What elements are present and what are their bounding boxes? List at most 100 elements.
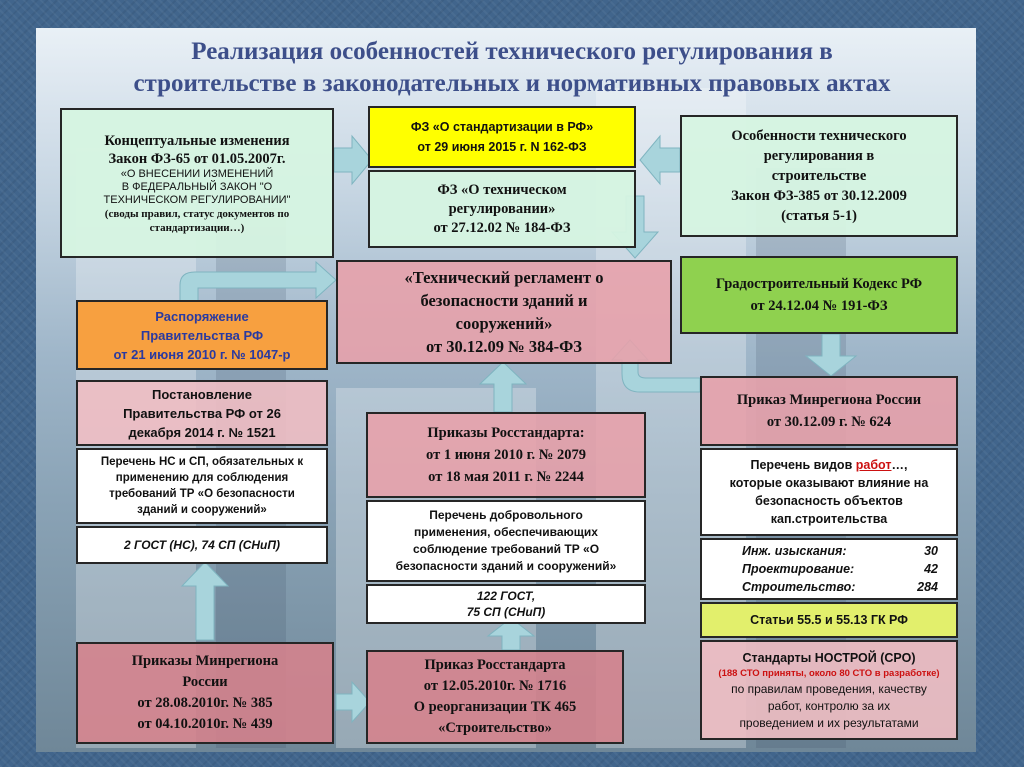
text-line: безопасности зданий и xyxy=(420,291,588,310)
stati-box: Статьи 55.5 и 55.13 ГК РФ xyxy=(700,602,958,638)
text-line: ФЗ «О стандартизации в РФ» xyxy=(410,120,594,134)
gost-ns-box: 2 ГОСТ (НС), 74 СП (СНиП) xyxy=(76,526,328,564)
text-line: «О ВНЕСЕНИИ ИЗМЕНЕНИЙ xyxy=(120,167,274,180)
arrow-minreg385-to-gost xyxy=(180,561,230,641)
text-line: Стандарты НОСТРОЙ (СРО) xyxy=(742,650,916,665)
perechen-rabot-post: …, xyxy=(891,458,908,472)
nostroy-box: Стандарты НОСТРОЙ (СРО) (188 СТО приняты… xyxy=(700,640,958,740)
minregion-624-box: Приказ Минрегиона России от 30.12.09 г. … xyxy=(700,376,958,446)
text-line: Перечень НС и СП, обязательных к xyxy=(100,456,304,468)
text-line: от 1 июня 2010 г. № 2079 xyxy=(426,447,586,463)
count-row-proekt: Проектирование: 42 xyxy=(742,560,938,578)
arrow-rosst-to-reglament xyxy=(478,361,528,413)
text-line: от 29 июня 2015 г. N 162-ФЗ xyxy=(417,140,587,154)
text-line: от 04.10.2010г. № 439 xyxy=(137,716,273,732)
text-line: Приказ Росстандарта xyxy=(424,657,566,673)
text-line: применению для соблюдения xyxy=(115,472,289,484)
text-line: 42 xyxy=(924,562,938,576)
arrow-rosst1716-to-gost122 xyxy=(486,617,536,651)
text-line: (своды правил, статус документов по xyxy=(104,207,290,220)
text-line: Правительства РФ от 26 xyxy=(123,405,281,421)
text-line: Приказы Росстандарта: xyxy=(427,425,585,441)
text-line: от 18 мая 2011 г. № 2244 xyxy=(428,469,584,485)
text-line: Концептуальные изменения xyxy=(104,132,290,149)
text-line: соблюдение требований ТР «О xyxy=(412,542,600,556)
text-line: Постановление xyxy=(152,386,252,402)
text-line: Инж. изыскания: xyxy=(742,544,847,558)
text-line: (статья 5-1) xyxy=(781,208,857,224)
minregion-385-box: Приказы Минрегиона России от 28.08.2010г… xyxy=(76,642,334,744)
text-line: В ФЕДЕРАЛЬНЫЙ ЗАКОН "О xyxy=(121,180,273,193)
tech-reglament-box: «Технический регламент о безопасности зд… xyxy=(336,260,672,364)
text-line: Проектирование: xyxy=(742,562,855,576)
gost-122-box: 122 ГОСТ, 75 СП (СНиП) xyxy=(366,584,646,624)
text-line: Приказ Минрегиона России xyxy=(736,392,922,408)
fz-162-box: ФЗ «О стандартизации в РФ» от 29 июня 20… xyxy=(368,106,636,168)
text-line: регулировании» xyxy=(448,200,556,217)
text-line: 284 xyxy=(917,580,938,594)
text-line: Строительство: xyxy=(742,580,856,594)
arrow-concept-to-fz xyxy=(333,134,373,186)
text-line: регулирования в xyxy=(763,148,875,164)
text-line: декабря 2014 г. № 1521 xyxy=(128,424,276,440)
text-line: от 30.12.09 № 384-ФЗ xyxy=(426,337,582,356)
text-line: от 30.12.09 г. № 624 xyxy=(766,414,892,430)
count-row-stroit: Строительство: 284 xyxy=(742,578,938,596)
text-line: которые оказывают влияние на xyxy=(729,476,929,490)
arrow-fz385-to-fz xyxy=(639,134,681,186)
page-title: Реализация особенностей технического рег… xyxy=(0,36,1024,100)
perechen-rabot-box: Перечень видов работ…, которые оказывают… xyxy=(700,448,958,536)
text-line: от 27.12.02 № 184-ФЗ xyxy=(433,219,571,236)
concept-changes-box: Концептуальные изменения Закон ФЗ-65 от … xyxy=(60,108,334,258)
text-line: 122 ГОСТ, xyxy=(476,589,536,603)
arrow-curve-to-reglament xyxy=(179,260,337,306)
counts-box: Инж. изыскания:30 Проектирование: 42 Стро… xyxy=(700,538,958,600)
text-line: Перечень видов работ…, xyxy=(751,456,908,474)
text-line: Закон ФЗ-65 от 01.05.2007г. xyxy=(108,150,286,167)
text-line: от 21 июня 2010 г. № 1047-р xyxy=(113,346,291,362)
text-line: Закон ФЗ-385 от 30.12.2009 xyxy=(731,188,907,204)
text-line: 75 СП (СНиП) xyxy=(466,605,546,619)
text-line: строительстве xyxy=(771,168,867,184)
text-line: Статьи 55.5 и 55.13 ГК РФ xyxy=(750,613,908,627)
text-line: от 12.05.2010г. № 1716 xyxy=(423,678,567,694)
text-line: Градостроительный Кодекс РФ xyxy=(715,276,923,292)
text-line: (188 СТО приняты, около 80 СТО в разрабо… xyxy=(718,667,940,679)
perechen-dobr-box: Перечень добровольного применения, обесп… xyxy=(366,500,646,582)
text-line: Приказы Минрегиона xyxy=(131,653,279,669)
text-line: от 24.12.04 № 191-ФЗ xyxy=(750,298,888,314)
text-line: «Технический регламент о xyxy=(404,268,604,287)
text-line: России xyxy=(182,674,228,690)
text-line: работ, контролю за их xyxy=(767,698,891,713)
text-line: ФЗ «О техническом xyxy=(437,181,567,198)
rosstandart-1716-box: Приказ Росстандарта от 12.05.2010г. № 17… xyxy=(366,650,624,744)
text-line: безопасности зданий и сооружений» xyxy=(395,559,617,573)
grad-code-box: Градостроительный Кодекс РФ от 24.12.04 … xyxy=(680,256,958,334)
text-line: Распоряжение xyxy=(155,308,249,324)
postanovlenie-box: Постановление Правительства РФ от 26 дек… xyxy=(76,380,328,446)
rabot-link[interactable]: работ xyxy=(855,458,892,472)
text-line: зданий и сооружений» xyxy=(137,504,267,516)
rasporyazhenie-box: Распоряжение Правительства РФ от 21 июня… xyxy=(76,300,328,370)
fz-184-box: ФЗ «О техническом регулировании» от 27.1… xyxy=(368,170,636,248)
text-line: «Строительство» xyxy=(438,720,552,736)
text-line: проведением и их результатами xyxy=(739,715,919,730)
text-line: 2 ГОСТ (НС), 74 СП (СНиП) xyxy=(123,538,280,552)
text-line: применения, обеспечивающих xyxy=(414,525,598,539)
perechen-ns-box: Перечень НС и СП, обязательных к примене… xyxy=(76,448,328,524)
text-line: строительстве в законодательных и нормат… xyxy=(133,70,891,97)
fz-385-box: Особенности технического регулирования в… xyxy=(680,115,958,237)
text-line: Правительства РФ xyxy=(140,327,264,343)
arrow-minreg385-to-rosst1716 xyxy=(335,680,371,724)
text-line: стандартизации…) xyxy=(149,221,245,234)
text-line: Реализация особенностей технического рег… xyxy=(191,38,833,65)
perechen-rabot-pre: Перечень видов xyxy=(750,458,856,472)
text-line: от 28.08.2010г. № 385 xyxy=(137,695,273,711)
arrow-grad-to-minreg xyxy=(804,333,858,377)
text-line: сооружений» xyxy=(455,314,553,333)
rosstandart-box: Приказы Росстандарта: от 1 июня 2010 г. … xyxy=(366,412,646,498)
text-line: Особенности технического xyxy=(731,128,907,144)
text-line: по правилам проведения, качеству xyxy=(731,681,927,696)
count-row-izysk: Инж. изыскания:30 xyxy=(742,542,938,560)
text-line: Перечень добровольного xyxy=(429,508,583,522)
